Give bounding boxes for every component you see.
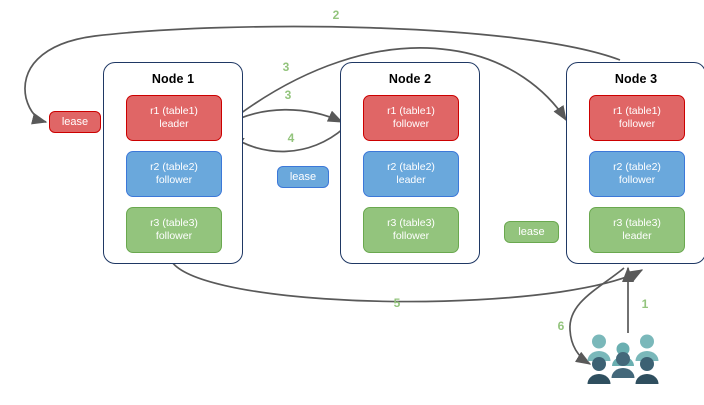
replica-label-line2: follower <box>618 118 656 130</box>
replica-label-line1: r3 (table3) <box>387 217 435 229</box>
replica-label-line2: follower <box>618 174 656 186</box>
node-3-container[interactable]: Node 3 r1 (table1) follower r2 (table2) … <box>566 62 704 264</box>
edge-label-6: 6 <box>557 319 565 333</box>
node-1-title: Node 1 <box>151 72 195 86</box>
node-3-title: Node 3 <box>614 72 658 86</box>
replica-n3-r2[interactable]: r2 (table2) follower <box>589 151 685 197</box>
edge-label-1: 1 <box>641 297 649 311</box>
lease-chip-blue[interactable]: lease <box>277 166 329 188</box>
replica-n2-r1[interactable]: r1 (table1) follower <box>363 95 459 141</box>
node-2-title: Node 2 <box>388 72 432 86</box>
replica-label-line1: r2 (table2) <box>387 161 435 173</box>
edge-label-5: 5 <box>393 296 401 310</box>
replica-n2-r2[interactable]: r2 (table2) leader <box>363 151 459 197</box>
replica-label-line2: follower <box>155 230 193 242</box>
edge-label-3-lower: 3 <box>284 88 292 102</box>
replica-label-line1: r2 (table2) <box>150 161 198 173</box>
lease-chip-red[interactable]: lease <box>49 111 101 133</box>
replica-label-line1: r1 (table1) <box>150 105 198 117</box>
replica-label-line2: leader <box>159 118 189 130</box>
edge-label-4: 4 <box>287 131 295 145</box>
node-2-container[interactable]: Node 2 r1 (table1) follower r2 (table2) … <box>340 62 480 264</box>
replica-label-line1: r3 (table3) <box>150 217 198 229</box>
replica-label-line1: r3 (table3) <box>613 217 661 229</box>
replica-label-line2: leader <box>396 174 426 186</box>
replica-label-line2: follower <box>392 230 430 242</box>
replica-label-line1: r2 (table2) <box>613 161 661 173</box>
replica-n1-r1[interactable]: r1 (table1) leader <box>126 95 222 141</box>
replica-n3-r1[interactable]: r1 (table1) follower <box>589 95 685 141</box>
replica-n2-r3[interactable]: r3 (table3) follower <box>363 207 459 253</box>
edge-5-path <box>171 261 644 303</box>
replica-n3-r3[interactable]: r3 (table3) leader <box>589 207 685 253</box>
edge-label-2: 2 <box>332 8 340 22</box>
replica-n1-r3[interactable]: r3 (table3) follower <box>126 207 222 253</box>
replica-label-line2: follower <box>392 118 430 130</box>
replica-label-line2: leader <box>622 230 652 242</box>
replica-label-line1: r1 (table1) <box>387 105 435 117</box>
replica-n1-r2[interactable]: r2 (table2) follower <box>126 151 222 197</box>
users-group-icon <box>587 334 659 384</box>
replica-label-line2: follower <box>155 174 193 186</box>
replica-label-line1: r1 (table1) <box>613 105 661 117</box>
edge-label-3-upper: 3 <box>282 60 290 74</box>
lease-chip-green[interactable]: lease <box>504 221 559 243</box>
node-1-container[interactable]: Node 1 r1 (table1) leader r2 (table2) fo… <box>103 62 243 264</box>
